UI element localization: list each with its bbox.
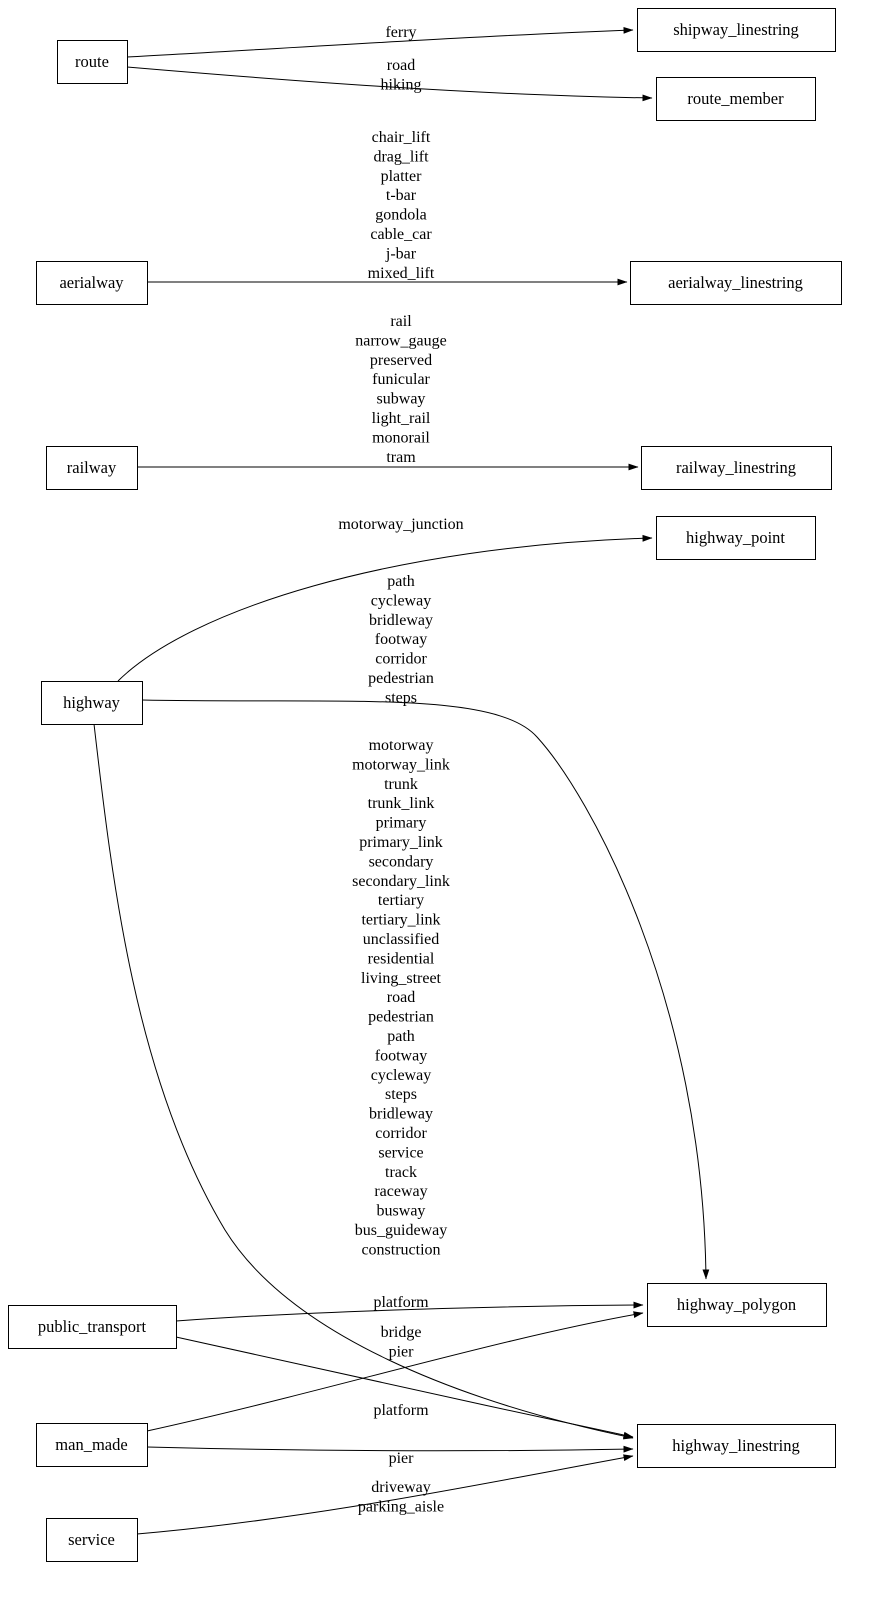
node-label-route: route bbox=[75, 52, 109, 71]
node-aerialway: aerialway bbox=[36, 261, 148, 305]
edge-label-man_made-highway_linestring: pier bbox=[389, 1450, 415, 1467]
node-railway: railway bbox=[46, 446, 138, 490]
node-box-aerialway bbox=[36, 261, 148, 305]
edge-man_made-highway_polygon bbox=[146, 1311, 644, 1432]
node-label-highway_point: highway_point bbox=[686, 528, 785, 547]
node-route: route bbox=[57, 40, 128, 84]
edge-service-highway_linestring bbox=[136, 1454, 634, 1535]
node-box-public_transport bbox=[8, 1305, 177, 1349]
edge-route-route_member bbox=[126, 66, 653, 102]
node-label-route_member: route_member bbox=[687, 89, 784, 108]
node-box-highway bbox=[41, 681, 143, 725]
node-box-highway_linestring bbox=[637, 1424, 836, 1468]
node-box-highway_polygon bbox=[647, 1283, 827, 1327]
node-shipway_linestring: shipway_linestring bbox=[637, 8, 836, 52]
node-label-highway: highway bbox=[63, 693, 121, 712]
node-box-railway_linestring bbox=[641, 446, 832, 490]
node-label-railway: railway bbox=[67, 458, 117, 477]
node-box-service bbox=[46, 1518, 138, 1562]
edge-public_transport-highway_polygon bbox=[175, 1301, 644, 1322]
node-label-man_made: man_made bbox=[55, 1435, 127, 1454]
node-label-service: service bbox=[68, 1530, 115, 1549]
node-label-shipway_linestring: shipway_linestring bbox=[673, 20, 799, 39]
node-box-highway_point bbox=[656, 516, 816, 560]
edge-label-highway-highway_point: motorway_junction bbox=[338, 516, 463, 533]
edge-highway-highway_polygon bbox=[141, 699, 710, 1280]
node-man_made: man_made bbox=[36, 1423, 148, 1467]
node-box-route bbox=[57, 40, 128, 84]
node-highway: highway bbox=[41, 681, 143, 725]
node-highway_point: highway_point bbox=[656, 516, 816, 560]
node-label-aerialway: aerialway bbox=[59, 273, 124, 292]
node-box-man_made bbox=[36, 1423, 148, 1467]
node-public_transport: public_transport bbox=[8, 1305, 177, 1349]
node-label-railway_linestring: railway_linestring bbox=[676, 458, 796, 477]
edge-highway-highway_linestring bbox=[93, 723, 634, 1440]
node-label-highway_linestring: highway_linestring bbox=[672, 1436, 799, 1455]
edge-label-public_transport-highway_polygon: platform bbox=[373, 1294, 429, 1311]
node-highway_polygon: highway_polygon bbox=[647, 1283, 827, 1327]
node-service: service bbox=[46, 1518, 138, 1562]
edge-highway-highway_point bbox=[117, 534, 653, 682]
node-aerialway_linestring: aerialway_linestring bbox=[630, 261, 842, 305]
node-box-route_member bbox=[656, 77, 816, 121]
node-label-highway_polygon: highway_polygon bbox=[677, 1295, 796, 1314]
edge-route-shipway_linestring bbox=[126, 26, 634, 58]
node-highway_linestring: highway_linestring bbox=[637, 1424, 836, 1468]
node-box-shipway_linestring bbox=[637, 8, 836, 52]
node-box-railway bbox=[46, 446, 138, 490]
node-label-aerialway_linestring: aerialway_linestring bbox=[668, 273, 803, 292]
edge-public_transport-highway_linestring bbox=[175, 1336, 634, 1439]
node-railway_linestring: railway_linestring bbox=[641, 446, 832, 490]
edge-man_made-highway_linestring bbox=[146, 1445, 634, 1453]
node-box-aerialway_linestring bbox=[630, 261, 842, 305]
edge-label-public_transport-highway_linestring: platform bbox=[373, 1402, 429, 1419]
node-label-public_transport: public_transport bbox=[38, 1317, 147, 1336]
node-route_member: route_member bbox=[656, 77, 816, 121]
edge-label-route-shipway_linestring: ferry bbox=[385, 24, 416, 41]
